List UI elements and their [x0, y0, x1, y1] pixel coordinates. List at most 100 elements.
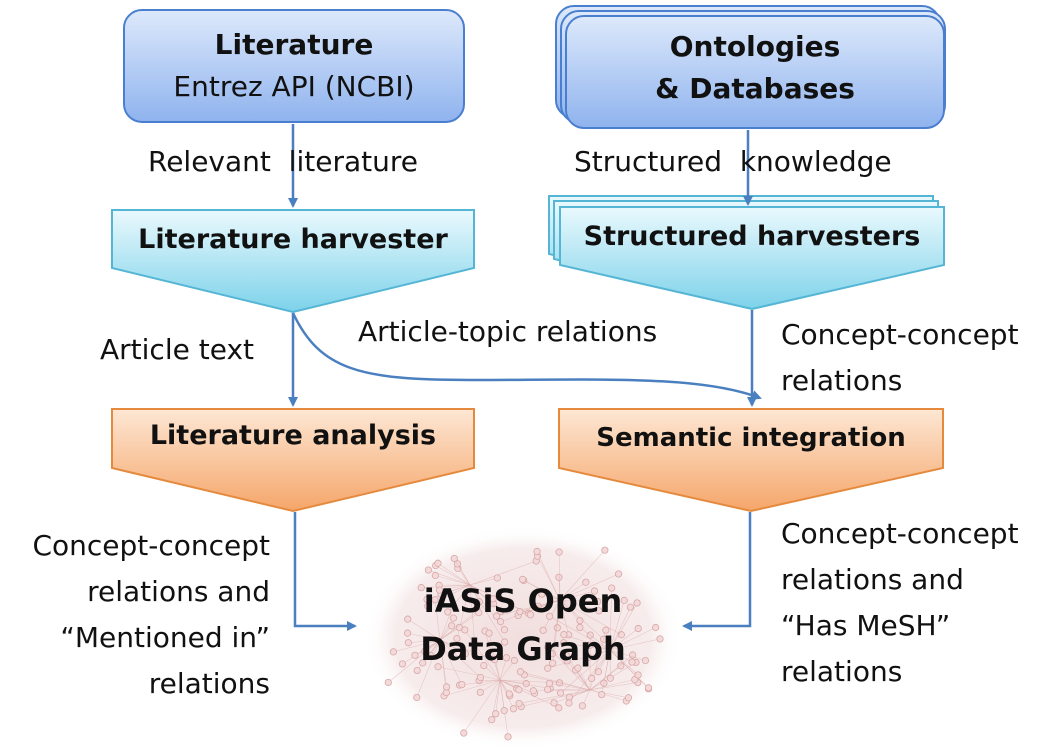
- literature-source-subtitle: Entrez API (NCBI): [173, 70, 415, 103]
- graph-edge: [609, 588, 612, 651]
- graph-node: [586, 641, 594, 649]
- graph-edge: [439, 627, 460, 641]
- graph-edge: [440, 584, 471, 595]
- graph-edge: [579, 627, 611, 651]
- graph-node: [629, 651, 637, 659]
- graph-edge: [558, 552, 561, 601]
- arrow-analysis-to-graph: [293, 512, 357, 631]
- graph-node: [434, 559, 442, 567]
- graph-node: [453, 634, 461, 643]
- graph-edge: [435, 565, 471, 586]
- graph-node: [424, 566, 432, 574]
- graph-node: [434, 663, 442, 671]
- graph-node: [641, 656, 650, 665]
- graph-edge: [393, 639, 441, 653]
- structured-harvesters-label: Structured harvesters: [583, 221, 921, 252]
- ontologies-source-stack: [555, 5, 946, 129]
- graph-edge: [439, 584, 471, 591]
- graph-edge: [464, 629, 501, 681]
- graph-edge: [439, 639, 466, 654]
- graph-node: [488, 716, 496, 724]
- graph-edge: [416, 639, 441, 698]
- graph-node: [509, 705, 518, 713]
- ontologies-title-line1: Ontologies: [669, 30, 841, 63]
- graph-node: [458, 681, 466, 689]
- graph-edge: [499, 660, 515, 681]
- graph-edge: [443, 679, 501, 697]
- graph-edge: [589, 689, 629, 699]
- graph-node: [533, 547, 541, 556]
- graph-node: [448, 622, 456, 630]
- graph-edge: [609, 628, 639, 651]
- graph-edge: [588, 649, 611, 658]
- graph-edge: [609, 649, 639, 676]
- graph-node: [419, 659, 427, 667]
- graph-edge: [414, 639, 441, 656]
- edge-label-right-bottom-3: “Has MeSH”: [781, 609, 951, 642]
- graph-edge: [609, 607, 631, 651]
- graph-edge: [469, 584, 505, 643]
- literature-harvester-shape: [111, 209, 475, 314]
- graph-edge: [569, 689, 591, 698]
- graph-node: [582, 578, 590, 586]
- graph-node: [424, 602, 432, 610]
- edge-label-article-text: Article text: [100, 333, 254, 366]
- graph-edge: [483, 665, 501, 681]
- graph-node: [617, 662, 625, 670]
- graph-node: [510, 656, 518, 665]
- graph-node: [598, 690, 606, 699]
- graph-edge: [421, 584, 471, 588]
- graph-node: [492, 612, 501, 620]
- graph-edge: [439, 639, 481, 678]
- graph-nodes: [384, 546, 664, 741]
- graph-node: [461, 650, 469, 658]
- graph-node: [590, 587, 599, 595]
- graph-edge: [598, 649, 611, 672]
- graph-edge: [524, 674, 591, 691]
- graph-edge: [407, 632, 441, 641]
- graph-node: [449, 601, 457, 609]
- graph-node: [633, 599, 641, 607]
- edge-label-right-bottom-1: Concept-concept: [781, 517, 1019, 550]
- graph-node: [539, 626, 547, 634]
- arrow-integration-to-graph: [682, 512, 752, 631]
- graph-edge: [559, 599, 569, 635]
- graph-node: [548, 659, 557, 667]
- graph-node: [656, 635, 664, 643]
- graph-node: [515, 686, 523, 694]
- graph-edge: [407, 618, 441, 641]
- graph-node: [404, 639, 412, 647]
- graph-edge: [547, 649, 611, 669]
- graph-node: [545, 679, 554, 688]
- graph-node: [492, 710, 500, 718]
- graph-node: [576, 623, 584, 632]
- graph-node: [574, 664, 582, 672]
- graph-edge: [589, 654, 633, 691]
- graph-edge: [589, 679, 635, 691]
- graph-node: [500, 707, 508, 715]
- graph-node: [555, 548, 563, 556]
- graph-edge: [560, 649, 611, 694]
- graph-node: [398, 660, 407, 668]
- edge-label-left-bottom-3: “Mentioned in”: [60, 621, 270, 654]
- graph-edge: [536, 551, 561, 601]
- graph-edge: [589, 689, 627, 702]
- edge-label-structured-knowledge: Structured knowledge: [574, 145, 892, 178]
- graph-node: [497, 607, 505, 615]
- graph-edge: [559, 599, 598, 602]
- graph-node: [500, 626, 509, 634]
- graph-edge: [601, 649, 611, 695]
- graph-node: [413, 666, 421, 675]
- graph-node: [450, 554, 458, 563]
- graph-node: [501, 638, 509, 646]
- graph-edge: [589, 682, 638, 691]
- graph-node: [516, 668, 525, 676]
- arrows: [288, 124, 762, 631]
- graph-node: [555, 704, 563, 712]
- graph-edge: [609, 638, 661, 651]
- graph-node: [460, 729, 468, 737]
- graph-edge: [495, 679, 501, 714]
- graph-edge: [422, 639, 441, 664]
- graph-edge: [439, 617, 454, 641]
- graph-node: [404, 615, 412, 623]
